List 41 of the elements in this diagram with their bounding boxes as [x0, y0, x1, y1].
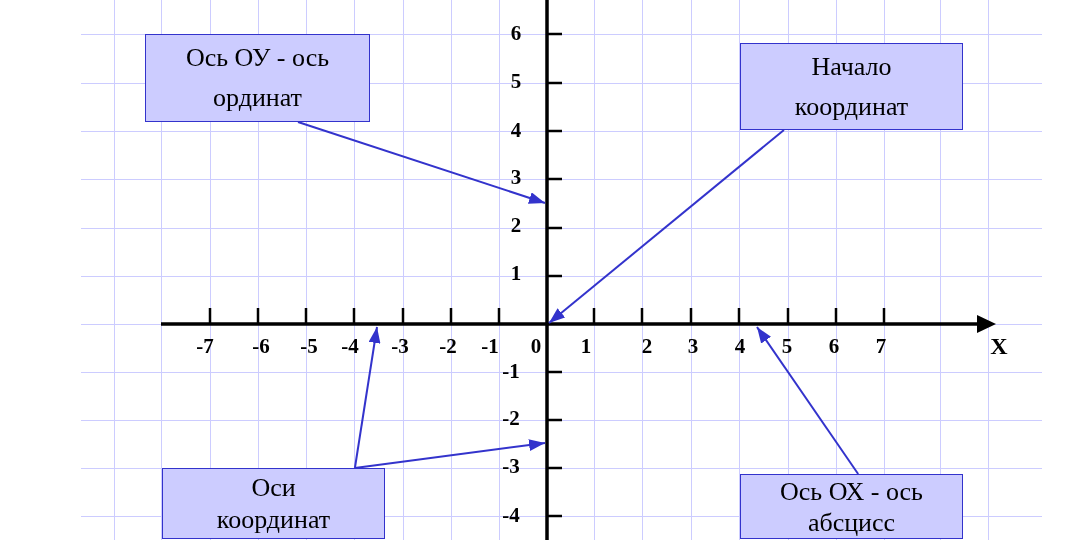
leader-arrow	[756, 326, 860, 475]
tick-label: 5	[510, 70, 522, 92]
leader-arrow	[548, 129, 785, 324]
tick-label: -1	[502, 360, 520, 382]
callout-box	[740, 474, 963, 539]
tick-label: -3	[391, 335, 409, 357]
callout-text: Начало координат	[793, 50, 910, 123]
tick-label: -6	[252, 335, 270, 357]
tick-label: 2	[641, 335, 653, 357]
tick-label: 4	[734, 335, 746, 357]
tick-label: 2	[510, 214, 522, 236]
tick-label: -2	[502, 407, 520, 429]
leader-arrow	[353, 439, 546, 469]
tick-label: 3	[510, 166, 522, 188]
axis-label: X	[990, 334, 1008, 358]
callout-text: Оси координат	[215, 471, 332, 536]
leader-arrow	[353, 326, 381, 469]
leader-arrow	[297, 121, 546, 204]
tick-label: -7	[196, 335, 214, 357]
callout-text: Ось ОХ - ось абсцисс	[779, 475, 924, 538]
tick-label: 4	[510, 119, 522, 141]
tick-label: -5	[300, 335, 318, 357]
callout-box	[740, 43, 963, 130]
tick-label: 5	[781, 335, 793, 357]
tick-label: 6	[828, 335, 840, 357]
x-axis	[161, 308, 996, 333]
tick-label: 0	[530, 335, 542, 357]
tick-label: -2	[439, 335, 457, 357]
tick-label: 3	[687, 335, 699, 357]
tick-label: 7	[875, 335, 887, 357]
callout-box	[145, 34, 370, 122]
callout-box	[162, 468, 385, 539]
tick-label: 1	[580, 335, 592, 357]
tick-label: -1	[481, 335, 499, 357]
tick-label: 1	[510, 262, 522, 284]
tick-label: -4	[502, 504, 520, 526]
tick-label: 6	[510, 22, 522, 44]
tick-label: -3	[502, 455, 520, 477]
callout-text: Ось ОУ - ось ординат	[184, 42, 331, 114]
tick-label: -4	[341, 335, 359, 357]
y-axis	[545, 0, 562, 540]
